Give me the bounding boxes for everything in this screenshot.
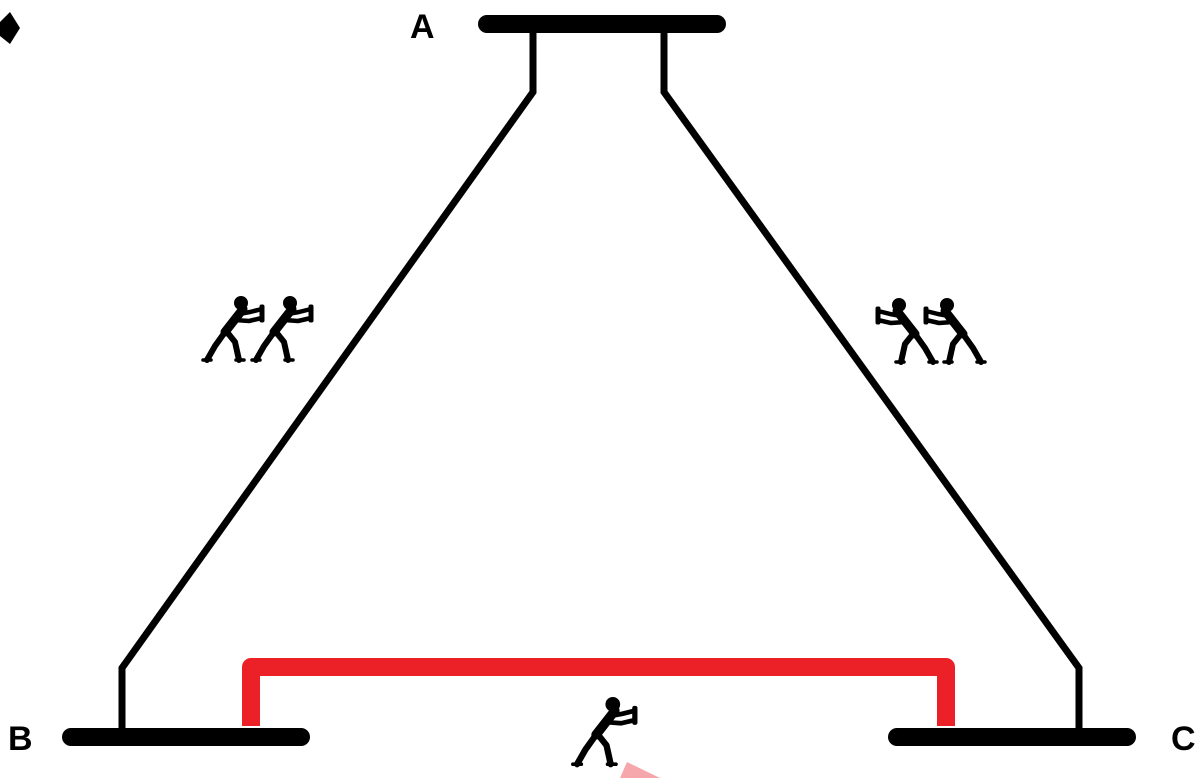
diamond-icon bbox=[0, 12, 20, 44]
link-a-b bbox=[118, 30, 537, 730]
two-people-pushing-left-icon bbox=[203, 297, 313, 361]
node-c-label: C bbox=[1171, 720, 1196, 758]
node-a-label: A bbox=[410, 8, 435, 46]
person-pushing-bottom-icon bbox=[573, 698, 637, 765]
pointer-mark bbox=[620, 762, 660, 778]
link-a-c bbox=[660, 30, 1083, 730]
node-b-label: B bbox=[8, 720, 33, 758]
two-people-pushing-right-icon bbox=[876, 299, 985, 363]
link-b-c-highlighted bbox=[242, 658, 955, 726]
